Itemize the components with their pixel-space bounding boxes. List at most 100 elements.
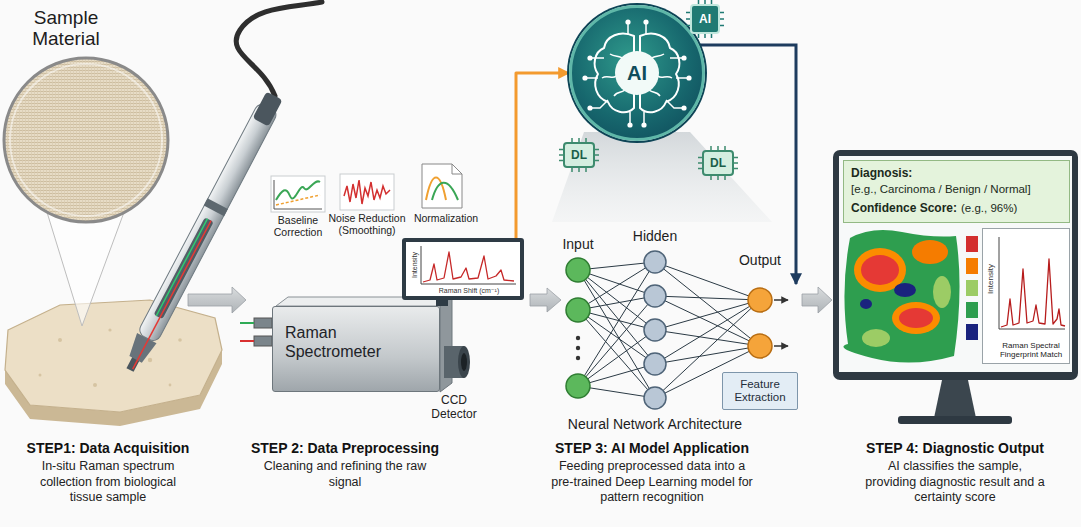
heat-map bbox=[860, 299, 872, 309]
ai-badge: AI bbox=[615, 51, 659, 95]
ai-chip: AI bbox=[690, 4, 720, 34]
label-slot: STEP1: Data Acquisition bbox=[1, 440, 215, 457]
inset-caption: Raman Spectral Fingerprint Match bbox=[995, 341, 1067, 359]
flow-arrow bbox=[516, 73, 569, 238]
heat-map bbox=[912, 240, 948, 264]
color-scale bbox=[966, 236, 978, 252]
label-slot: Sample Material bbox=[14, 8, 118, 50]
label-slot: Input bbox=[548, 236, 608, 252]
network-connection bbox=[578, 330, 655, 386]
result-arrow bbox=[700, 45, 796, 284]
color-scale bbox=[966, 258, 978, 274]
axis-label: Raman Shift (cm⁻¹) bbox=[420, 287, 518, 295]
axis-label: Intensity bbox=[987, 264, 995, 294]
ccd-detector bbox=[458, 346, 470, 378]
diagnosis-panel: Diagnosis:[e.g., Carcinoma / Benign / No… bbox=[843, 160, 1070, 223]
circuit-node bbox=[681, 55, 686, 60]
raman-probe bbox=[137, 101, 279, 343]
baseline-icon bbox=[271, 176, 325, 212]
tissue-sample bbox=[93, 383, 97, 387]
result-heading: Diagnosis: bbox=[851, 166, 1062, 182]
hidden-neuron bbox=[644, 251, 666, 409]
spectrometer-housing bbox=[254, 336, 272, 346]
label-slot: AI classifies the sample, providing diag… bbox=[865, 459, 1045, 506]
circuit-node bbox=[643, 19, 648, 24]
label-slot: Baseline Correction bbox=[266, 214, 330, 238]
ccd-detector bbox=[461, 353, 467, 371]
circuit-node bbox=[681, 105, 686, 110]
step-heading: STEP1: Data Acquisition bbox=[1, 440, 215, 457]
baseline-icon bbox=[274, 180, 322, 209]
monitor bbox=[833, 150, 1078, 380]
spectrometer-housing bbox=[240, 322, 254, 324]
step-description: Cleaning and refining the raw signal bbox=[263, 459, 428, 490]
network-connection bbox=[655, 300, 760, 364]
result-heading: Confidence Score: bbox=[851, 201, 957, 215]
output-arrow bbox=[774, 345, 788, 347]
heat-map bbox=[892, 302, 940, 334]
label-slot: STEP 3: AI Model Application bbox=[527, 440, 777, 457]
circuit-node bbox=[627, 122, 632, 127]
callout-box: Feature Extraction bbox=[722, 372, 798, 410]
spectrometer-housing bbox=[240, 297, 452, 392]
heat-map bbox=[862, 329, 890, 347]
ccd-detector bbox=[444, 346, 470, 378]
step-description: Feeding preprocessed data into a pre-tra… bbox=[547, 459, 757, 506]
noise-icon bbox=[344, 180, 390, 204]
heat-map bbox=[861, 255, 899, 285]
step-icon-label: Baseline Correction bbox=[266, 214, 330, 238]
plot-axis bbox=[421, 246, 516, 284]
output-neuron bbox=[748, 334, 772, 358]
step-icon-label: Normalization bbox=[406, 212, 486, 224]
circuit-node bbox=[582, 75, 587, 80]
device-label: Raman Spectrometer bbox=[285, 323, 397, 361]
raman-probe bbox=[120, 90, 285, 375]
tissue-sample bbox=[5, 300, 222, 412]
baseline-icon bbox=[271, 176, 325, 212]
plot-axis bbox=[999, 237, 1065, 329]
tissue-sample bbox=[58, 338, 62, 342]
ellipsis-dots bbox=[576, 336, 580, 360]
raman-probe bbox=[253, 92, 283, 127]
heat-map bbox=[933, 276, 951, 308]
output-neuron bbox=[748, 288, 772, 312]
ellipsis-dots bbox=[576, 356, 580, 360]
circuit-node bbox=[587, 105, 592, 110]
flow-arrow bbox=[802, 287, 832, 313]
label-slot: CCD Detector bbox=[425, 394, 483, 422]
label-slot: Hidden bbox=[623, 228, 687, 244]
spectrometer-housing bbox=[254, 318, 272, 328]
circuit-node bbox=[686, 75, 691, 80]
chip-label: DL bbox=[710, 157, 726, 169]
circuit-node bbox=[641, 122, 646, 127]
result-value: [e.g., Carcinoma / Benign / Normal] bbox=[851, 182, 1062, 197]
color-scale bbox=[966, 302, 978, 318]
spectrum-trace bbox=[1001, 259, 1065, 327]
monitor bbox=[839, 156, 1072, 372]
network-connection bbox=[655, 296, 760, 300]
output-arrow bbox=[774, 299, 788, 301]
heat-map bbox=[843, 230, 959, 363]
color-scale bbox=[966, 236, 978, 340]
network-connection bbox=[578, 310, 655, 364]
ellipsis-dots bbox=[576, 336, 580, 340]
monitor bbox=[833, 150, 1078, 424]
output-arrow bbox=[774, 300, 788, 346]
color-scale bbox=[966, 280, 978, 296]
figure-label: Neural Network Architecture bbox=[530, 416, 780, 432]
label-slot: Output bbox=[730, 252, 790, 268]
heat-map bbox=[899, 308, 933, 328]
hidden-neuron bbox=[644, 251, 666, 273]
noise-icon bbox=[340, 174, 394, 210]
label-slot: STEP 4: Diagnostic Output bbox=[837, 440, 1073, 457]
brain-fold bbox=[658, 76, 672, 78]
step-heading: STEP 2: Data Preprocessing bbox=[230, 440, 460, 457]
label-slot: STEP 2: Data Preprocessing bbox=[230, 440, 460, 457]
normalization-icon bbox=[452, 164, 462, 174]
label-slot: Neural Network Architecture bbox=[530, 416, 780, 432]
network-connection bbox=[578, 270, 655, 398]
monitor bbox=[934, 380, 976, 418]
monitor bbox=[898, 416, 1012, 424]
brain-fold bbox=[602, 76, 616, 78]
network-connection bbox=[655, 296, 760, 346]
